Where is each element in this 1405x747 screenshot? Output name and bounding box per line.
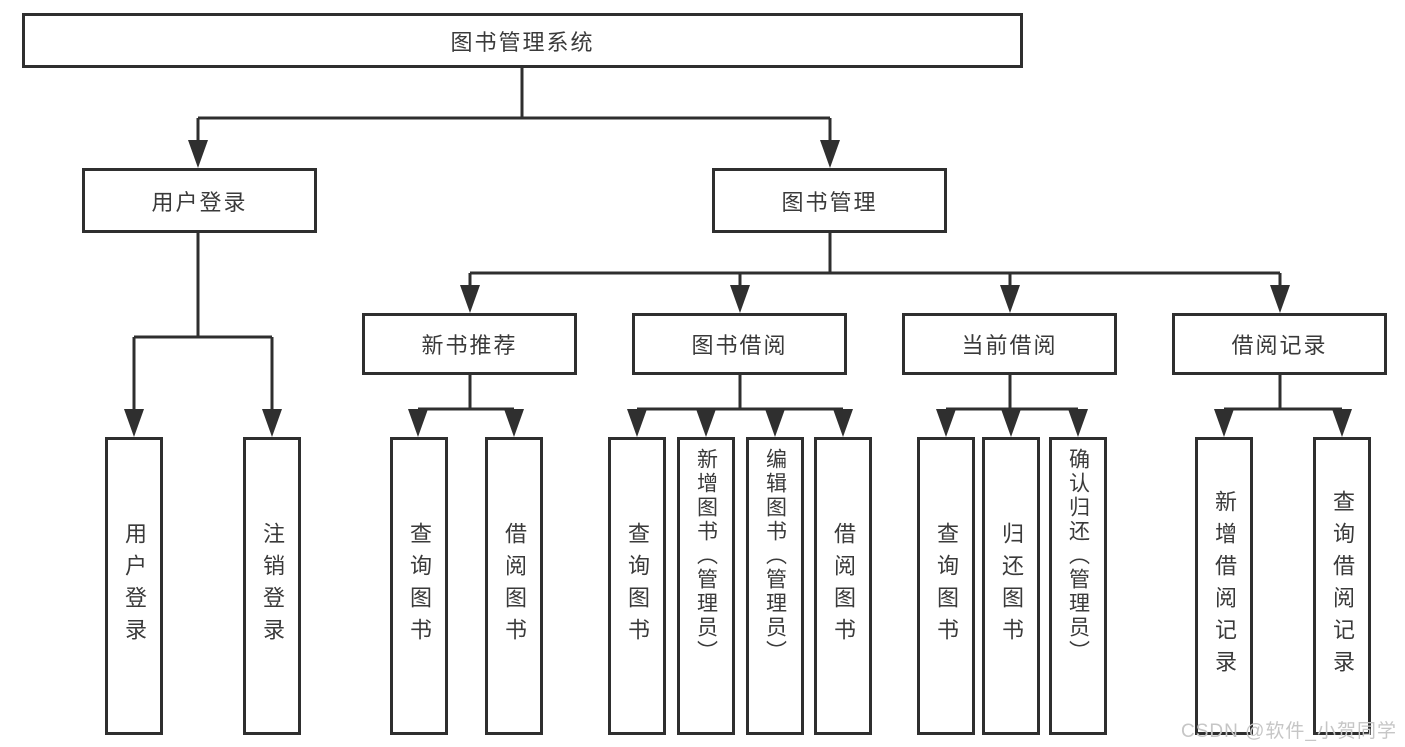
- leaf-records-query-record: 查询借阅记录: [1313, 437, 1371, 735]
- arrow-down-icon: [262, 409, 282, 437]
- leaf-current-confirm-return-admin: 确认归还（管理员）: [1049, 437, 1107, 735]
- node-book-management: 图书管理: [712, 168, 947, 233]
- arrow-down-icon: [627, 409, 647, 437]
- node-borrowing-records: 借阅记录: [1172, 313, 1387, 375]
- arrow-down-icon: [1332, 409, 1352, 437]
- leaf-borrow-add-book-admin: 新增图书（管理员）: [677, 437, 735, 735]
- leaf-user-login: 用户登录: [105, 437, 163, 735]
- leaf-borrow-edit-book-admin: 编辑图书（管理员）: [746, 437, 804, 735]
- arrow-down-icon: [504, 409, 524, 437]
- node-current-borrowing: 当前借阅: [902, 313, 1117, 375]
- arrow-down-icon: [730, 285, 750, 313]
- leaf-records-add-record: 新增借阅记录: [1195, 437, 1253, 735]
- leaf-borrow-query-book: 查询图书: [608, 437, 666, 735]
- arrow-down-icon: [1001, 409, 1021, 437]
- arrow-down-icon: [936, 409, 956, 437]
- arrow-down-icon: [1214, 409, 1234, 437]
- arrow-down-icon: [460, 285, 480, 313]
- watermark: CSDN @软件_小贺同学: [1181, 721, 1397, 742]
- leaf-logout-login: 注销登录: [243, 437, 301, 735]
- leaf-borrow-borrow-book: 借阅图书: [814, 437, 872, 735]
- arrow-down-icon: [188, 140, 208, 168]
- node-new-book-recommend: 新书推荐: [362, 313, 577, 375]
- node-user-login: 用户登录: [82, 168, 317, 233]
- arrow-down-icon: [833, 409, 853, 437]
- arrow-down-icon: [1000, 285, 1020, 313]
- arrowheads: [124, 140, 1352, 437]
- arrow-down-icon: [408, 409, 428, 437]
- arrow-down-icon: [696, 409, 716, 437]
- leaf-current-query-book: 查询图书: [917, 437, 975, 735]
- arrow-down-icon: [1068, 409, 1088, 437]
- arrow-down-icon: [820, 140, 840, 168]
- arrow-down-icon: [1270, 285, 1290, 313]
- leaf-current-return-book: 归还图书: [982, 437, 1040, 735]
- arrow-down-icon: [124, 409, 144, 437]
- node-root: 图书管理系统: [22, 13, 1023, 68]
- leaf-recommend-query-book: 查询图书: [390, 437, 448, 735]
- node-book-borrowing: 图书借阅: [632, 313, 847, 375]
- arrow-down-icon: [765, 409, 785, 437]
- leaf-recommend-borrow-book: 借阅图书: [485, 437, 543, 735]
